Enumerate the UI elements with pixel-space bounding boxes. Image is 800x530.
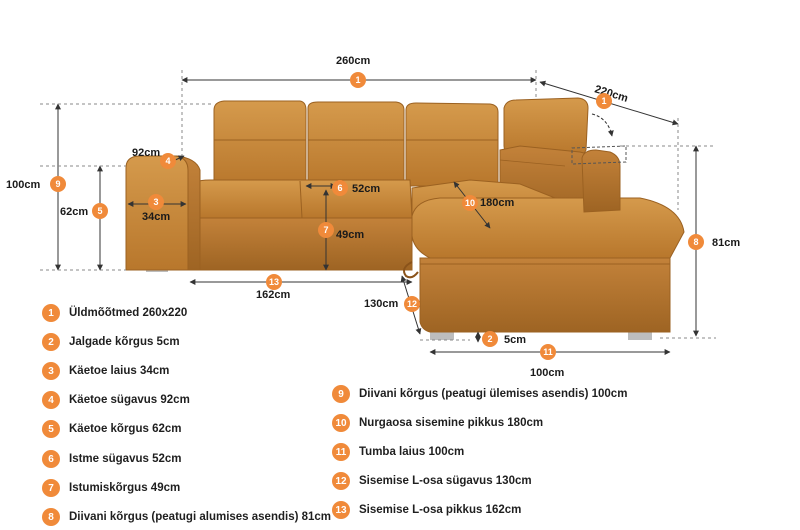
badge-2-number: 2 bbox=[487, 334, 492, 344]
legend-text: Sisemise L-osa sügavus 130cm bbox=[359, 475, 532, 487]
dim-label-seat-depth: 52cm bbox=[352, 183, 380, 195]
legend-item-6: 6 Istme sügavus 52cm bbox=[42, 449, 182, 469]
legend-item-7: 7 Istumiskõrgus 49cm bbox=[42, 478, 180, 498]
badge-9-number: 9 bbox=[55, 179, 60, 189]
legend-item-2: 2 Jalgade kõrgus 5cm bbox=[42, 332, 180, 352]
dim-label-leg-height: 5cm bbox=[504, 334, 526, 346]
legend-badge: 3 bbox=[42, 362, 60, 380]
chaise-base bbox=[419, 257, 671, 333]
badge-1b bbox=[596, 93, 612, 109]
dim-label-inner-l-length: 162cm bbox=[256, 289, 290, 301]
badge-13-number: 13 bbox=[269, 277, 279, 287]
legend-item-4: 4 Käetoe sügavus 92cm bbox=[42, 390, 190, 410]
dim-label-armrest-height: 62cm bbox=[60, 206, 88, 218]
dim-label-inner-l-depth: 130cm bbox=[364, 298, 398, 310]
badge-11 bbox=[540, 344, 556, 360]
legend-item-9: 9 Diivani kõrgus (peatugi ülemises asend… bbox=[332, 384, 627, 404]
dim-label-ottoman-width: 100cm bbox=[530, 367, 564, 379]
badge-13 bbox=[266, 274, 282, 290]
legend-item-12: 12 Sisemise L-osa sügavus 130cm bbox=[332, 471, 532, 491]
badge-10 bbox=[462, 195, 478, 211]
legend-text: Käetoe sügavus 92cm bbox=[69, 394, 190, 406]
legend-badge: 10 bbox=[332, 414, 350, 432]
badge-3 bbox=[148, 194, 164, 210]
legend-text: Diivani kõrgus (peatugi alumises asendis… bbox=[69, 511, 332, 523]
main-section-base bbox=[185, 217, 413, 271]
legend-text: Käetoe kõrgus 62cm bbox=[69, 423, 182, 435]
legend-item-1: 1 Üldmõõtmed 260x220 bbox=[42, 303, 187, 323]
sofa-foot bbox=[430, 332, 454, 340]
badge-10-number: 10 bbox=[465, 198, 475, 208]
legend-badge: 7 bbox=[42, 479, 60, 497]
sofa-illustration bbox=[125, 97, 685, 340]
headrest-move-arrow bbox=[591, 113, 614, 137]
dim-label-height-lowered: 81cm bbox=[712, 237, 740, 249]
badge-2 bbox=[482, 331, 498, 347]
legend-badge: 9 bbox=[332, 385, 350, 403]
legend-item-13: 13 Sisemise L-osa pikkus 162cm bbox=[332, 500, 521, 520]
dim-label-total-length: 260cm bbox=[336, 55, 370, 67]
dimension-labels: 260cm 1 220cm 1 92cm 4 100cm 9 62cm 5 3 … bbox=[6, 55, 740, 379]
badge-1-number: 1 bbox=[355, 75, 360, 85]
badge-7-number: 7 bbox=[323, 225, 328, 235]
legend-badge: 13 bbox=[332, 501, 350, 519]
badge-6-number: 6 bbox=[337, 183, 342, 193]
legend-text: Üldmõõtmed 260x220 bbox=[69, 307, 188, 319]
backrest-cushion-right bbox=[405, 102, 499, 187]
legend-badge: 1 bbox=[42, 304, 60, 322]
dim-label-inner-corner: 180cm bbox=[480, 197, 514, 209]
headrest-lowered-position bbox=[571, 145, 627, 165]
backrest-cushion-left bbox=[213, 100, 307, 187]
right-armrest bbox=[581, 149, 621, 213]
legend-item-11: 11 Tumba laius 100cm bbox=[332, 442, 464, 462]
legend-badge: 6 bbox=[42, 450, 60, 468]
dim-label-height-raised: 100cm bbox=[6, 179, 40, 191]
badge-5-number: 5 bbox=[97, 206, 102, 216]
badge-1 bbox=[350, 72, 366, 88]
badge-6 bbox=[332, 180, 348, 196]
dim-label-armrest-depth: 92cm bbox=[132, 147, 160, 159]
legend-badge: 2 bbox=[42, 333, 60, 351]
legend-text: Diivani kõrgus (peatugi ülemises asendis… bbox=[359, 388, 628, 400]
badge-12-number: 12 bbox=[407, 299, 417, 309]
chaise-top bbox=[411, 197, 685, 259]
badge-8-number: 8 bbox=[693, 237, 698, 247]
legend-text: Tumba laius 100cm bbox=[359, 446, 465, 458]
badge-4 bbox=[160, 153, 176, 169]
legend-text: Istumiskõrgus 49cm bbox=[69, 482, 181, 494]
legend-item-3: 3 Käetoe laius 34cm bbox=[42, 361, 169, 381]
legend-text: Istme sügavus 52cm bbox=[69, 453, 182, 465]
badge-3-number: 3 bbox=[153, 197, 158, 207]
badge-7 bbox=[318, 222, 334, 238]
legend-text: Käetoe laius 34cm bbox=[69, 365, 170, 377]
legend-badge: 12 bbox=[332, 472, 350, 490]
backrest-cushion-middle bbox=[307, 101, 405, 187]
badge-1b-number: 1 bbox=[601, 96, 606, 106]
dim-label-seat-height: 49cm bbox=[336, 229, 364, 241]
badge-12 bbox=[404, 296, 420, 312]
legend-item-5: 5 Käetoe kõrgus 62cm bbox=[42, 419, 182, 439]
legend-badge: 11 bbox=[332, 443, 350, 461]
badge-9 bbox=[50, 176, 66, 192]
badge-5 bbox=[92, 203, 108, 219]
sofa-foot bbox=[628, 332, 652, 340]
legend-item-10: 10 Nurgaosa sisemine pikkus 180cm bbox=[332, 413, 543, 433]
legend-badge: 4 bbox=[42, 391, 60, 409]
badge-4-number: 4 bbox=[165, 156, 170, 166]
legend-item-8: 8 Diivani kõrgus (peatugi alumises asend… bbox=[42, 507, 331, 527]
badge-11-number: 11 bbox=[543, 347, 553, 357]
legend-text: Jalgade kõrgus 5cm bbox=[69, 336, 180, 348]
legend-badge: 5 bbox=[42, 420, 60, 438]
legend-text: Nurgaosa sisemine pikkus 180cm bbox=[359, 417, 544, 429]
legend-badge: 8 bbox=[42, 508, 60, 526]
legend-text: Sisemise L-osa pikkus 162cm bbox=[359, 504, 522, 516]
badge-8 bbox=[688, 234, 704, 250]
dim-label-armrest-width: 34cm bbox=[142, 211, 170, 223]
